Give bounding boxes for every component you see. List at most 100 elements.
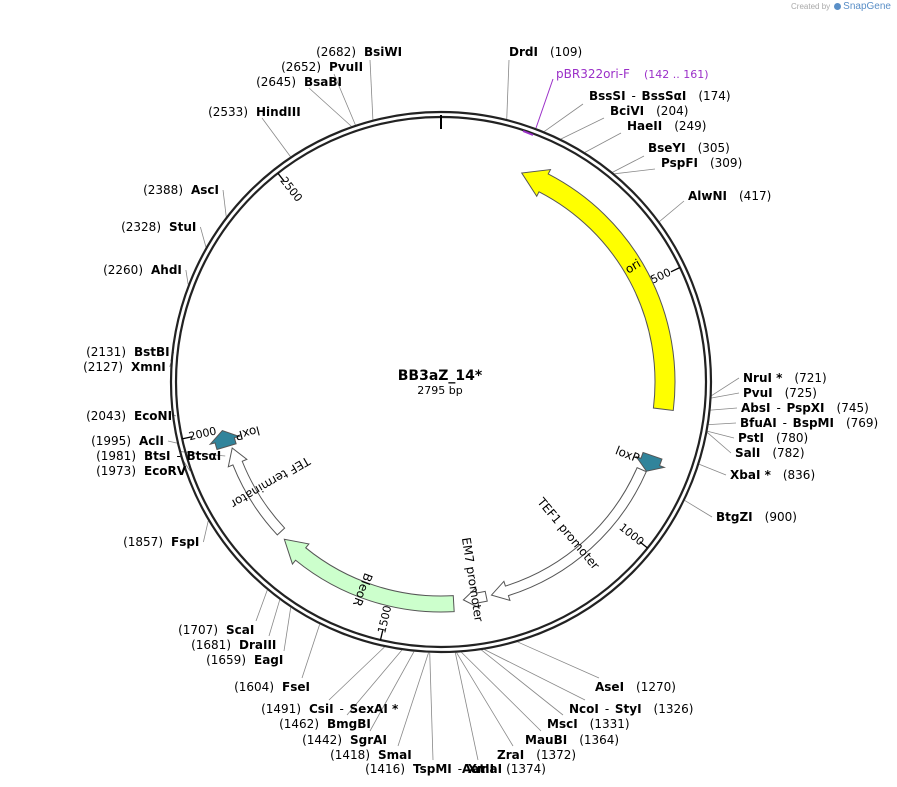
site-fsei-position: (1604) — [234, 680, 274, 694]
site-bfuai-leader — [708, 422, 737, 426]
site-nrui-position: (721) — [794, 371, 826, 385]
site-bsabi-position: (2645) — [256, 75, 296, 89]
feature-label-ori: ori — [623, 256, 644, 276]
site-fspi-position: (1857) — [123, 535, 163, 549]
site-nrui: NruI *(721) — [743, 371, 827, 385]
site-ncoi-leader — [484, 649, 586, 701]
site-fsei: (1604) FseI — [234, 680, 310, 694]
site-bseyi-position: (305) — [698, 141, 730, 155]
site-tspmi-leader — [429, 652, 434, 761]
site-leaders — [167, 59, 740, 761]
feature-label-loxp: loxP — [613, 443, 641, 465]
site-tspmi-name: TspMI — [413, 762, 452, 776]
site-csii-leader — [328, 646, 385, 701]
site-xmni: (2127)XmnI — [83, 360, 166, 374]
site-bstbi-position: (2131) — [86, 345, 126, 359]
feature-tef1-promoter — [490, 467, 647, 602]
site-bstbi-name: BstBI — [134, 345, 170, 359]
site-eagi-name: EagI — [254, 653, 283, 667]
site-smai: (1418)SmaI — [330, 748, 412, 762]
site-hindiii-position: (2533) — [208, 105, 248, 119]
site-aatii: AatII (1374) — [462, 762, 546, 776]
site-fspi: (1857) FspI — [123, 535, 199, 549]
site-stui-leader — [200, 226, 207, 248]
site-bfuai-name2: BspMI — [793, 416, 834, 430]
site-fspi-name: FspI — [171, 535, 199, 549]
site-haeii-position: (249) — [674, 119, 706, 133]
site-haeii: HaeII (249) — [627, 119, 707, 133]
site-asei-name: AseI — [595, 680, 624, 694]
site-ncoi-dash: - — [605, 702, 609, 716]
site-pvuii-position: (2652) — [281, 60, 321, 74]
primer-layer: pBR322ori-F (142 .. 161) — [522, 67, 709, 136]
site-btgzi-position: (900) — [765, 510, 797, 524]
site-msci-name: MscI — [547, 717, 578, 731]
site-aatii-name: AatII — [462, 762, 494, 776]
tick-2000 — [182, 436, 193, 440]
site-tspmi-dash: - — [458, 762, 462, 776]
site-asci-leader — [222, 189, 227, 217]
site-xmni-position: (2127) — [83, 360, 123, 374]
site-bcivi-name: BciVI — [610, 104, 644, 118]
plasmid-title: BB3aZ_14* 2795 bp — [398, 368, 483, 397]
site-ahdi-leader — [185, 269, 189, 285]
site-smai-position: (1418) — [330, 748, 370, 762]
site-pvui: PvuI(725) — [743, 386, 817, 400]
site-acli: (1995)AclI — [91, 434, 164, 448]
tick-1000 — [639, 541, 648, 549]
site-scai: (1707)ScaI — [178, 623, 254, 637]
site-scai-leader — [255, 589, 268, 622]
site-bseyi: BseYI (305) — [648, 141, 730, 155]
tick-500 — [670, 266, 681, 273]
site-bseyi-name: BseYI — [648, 141, 686, 155]
site-ncoi-name: NcoI — [569, 702, 599, 716]
site-drdi: DrdI(109) — [509, 45, 582, 59]
site-bsabi-name: BsaBI — [304, 75, 342, 89]
site-ahdi: (2260)AhdI — [103, 263, 182, 277]
site-pspfi: PspFI(309) — [661, 156, 742, 170]
site-btsi-name: BtsI — [144, 449, 171, 463]
site-absi-leader — [710, 407, 738, 411]
site-msci-leader — [481, 649, 564, 716]
site-sgrai-position: (1442) — [302, 733, 342, 747]
site-hindiii-name: HindIII — [256, 105, 301, 119]
site-ahdi-name: AhdI — [151, 263, 182, 277]
site-psti-position: (780) — [776, 431, 808, 445]
site-asci-name: AscI — [191, 183, 219, 197]
primer-range: (142 .. 161) — [644, 68, 709, 81]
site-asci-position: (2388) — [143, 183, 183, 197]
site-msci-position: (1331) — [590, 717, 630, 731]
site-btsi-name2: BtsαI — [187, 449, 222, 463]
site-pvuii-leader — [333, 73, 356, 126]
site-bmgbi-leader — [346, 649, 403, 716]
site-eagi-position: (1659) — [206, 653, 246, 667]
feature-em7-promoter — [462, 587, 488, 609]
site-bsssi-name2: BssSαI — [642, 89, 687, 103]
site-fsei-name: FseI — [282, 680, 310, 694]
site-csii-dash: - — [340, 702, 344, 716]
site-bfuai-position: (769) — [846, 416, 878, 430]
site-zrai-leader — [456, 652, 514, 747]
site-bfuai-name: BfuAI — [740, 416, 777, 430]
site-econi-position: (2043) — [86, 409, 126, 423]
site-econi: (2043)EcoNI — [86, 409, 172, 423]
site-scai-name: ScaI — [226, 623, 254, 637]
site-ecorv: (1973)EcoRV — [96, 464, 187, 478]
site-xbai-leader — [699, 463, 727, 476]
site-alwni-name: AlwNI — [688, 189, 727, 203]
site-aatii-position: (1374) — [506, 762, 546, 776]
site-aatii-leader — [454, 652, 479, 761]
creator-prefix: Created by — [791, 2, 831, 11]
site-stui-position: (2328) — [121, 220, 161, 234]
site-psti-name: PstI — [738, 431, 764, 445]
primer-name: pBR322ori-F — [556, 67, 630, 81]
site-draiii-name: DraIII — [239, 638, 276, 652]
feature-bleor — [283, 538, 455, 613]
site-drdi-name: DrdI — [509, 45, 538, 59]
site-drdi-leader — [506, 59, 510, 120]
site-csii-position: (1491) — [261, 702, 301, 716]
site-fsei-leader — [301, 624, 321, 679]
site-haeii-name: HaeII — [627, 119, 662, 133]
site-absi-name2: PspXI — [786, 401, 824, 415]
